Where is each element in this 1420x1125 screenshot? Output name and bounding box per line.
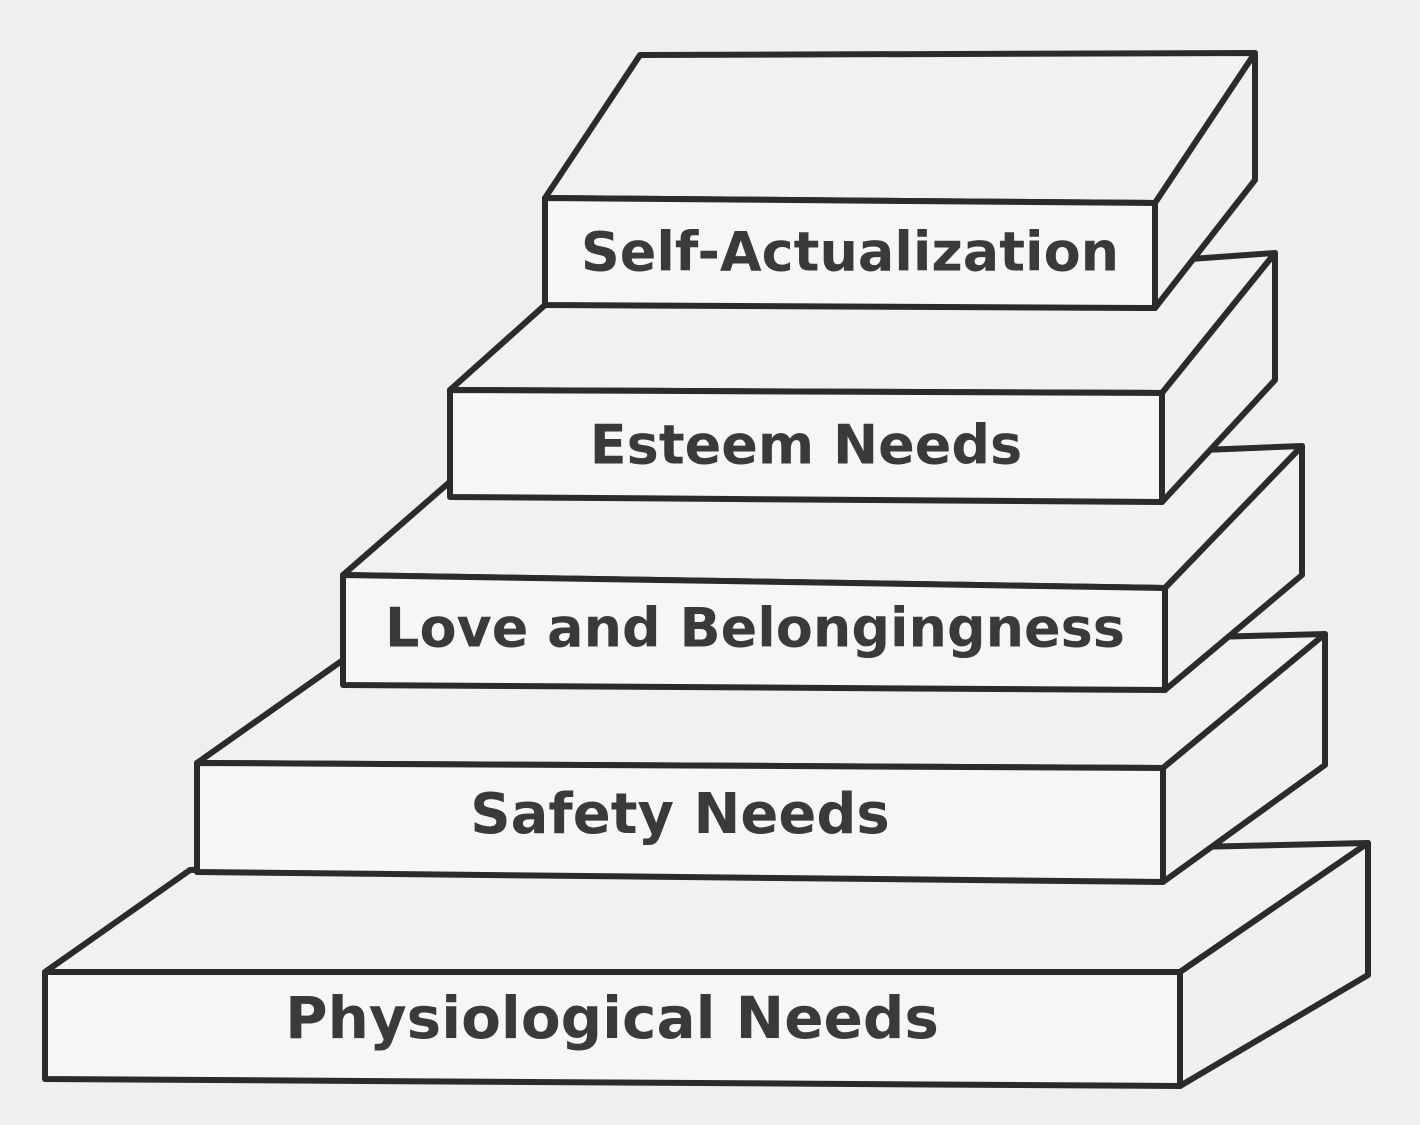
level-safety-label: Safety Needs <box>470 782 889 847</box>
level-physiological-label: Physiological Needs <box>285 984 939 1052</box>
level-esteem-front <box>447 387 1165 505</box>
level-love-front <box>340 572 1168 693</box>
level-safety-front <box>194 760 1166 885</box>
level-esteem-label: Esteem Needs <box>590 414 1022 477</box>
level-physiological-front <box>42 969 1183 1089</box>
level-self-actualization: Self-Actualization <box>542 50 1258 311</box>
level-self-actualization-label: Self-Actualization <box>581 221 1119 284</box>
level-self-actualization-top <box>542 50 1258 206</box>
level-self-actualization-front <box>542 195 1158 311</box>
level-love-label: Love and Belongingness <box>385 597 1125 660</box>
